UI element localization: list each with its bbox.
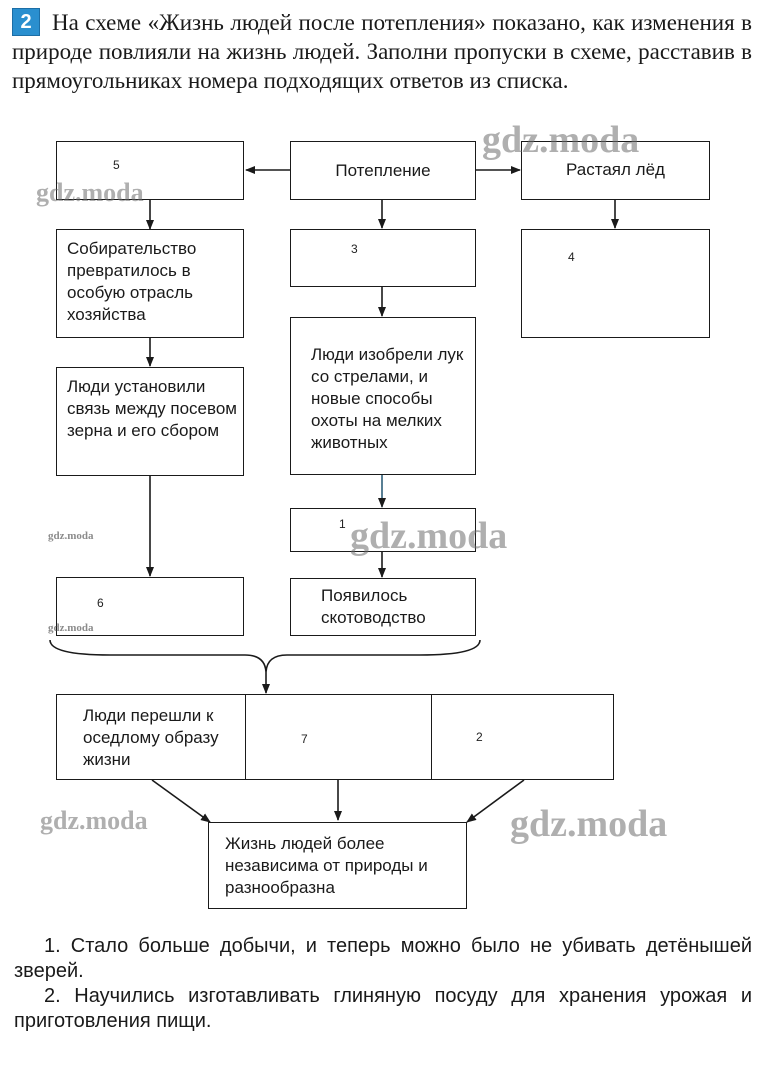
- task-description: На схеме «Жизнь людей после потепления» …: [12, 10, 752, 93]
- answer-number: 4: [568, 250, 575, 264]
- answer-cell-right[interactable]: 2: [431, 695, 615, 779]
- answer-box-left-bottom[interactable]: 6: [56, 577, 244, 636]
- ice-melted-box: Растаял лёд: [521, 141, 710, 200]
- curly-brace: [49, 639, 481, 673]
- settled-life-cell: Люди перешли к оседлому образу жизни: [57, 695, 245, 779]
- warming-label: Потепление: [335, 160, 431, 180]
- answer-option: 2. Научились изготавливать глиняную посу…: [14, 985, 752, 1032]
- watermark: gdz.moda: [350, 515, 508, 557]
- answer-option: 1. Стало больше добычи, и теперь можно б…: [14, 935, 752, 982]
- herding-label: Появилось скотоводство: [321, 586, 426, 627]
- answer-number: 5: [113, 158, 120, 172]
- arrow-wide-left-to-final: [151, 779, 211, 823]
- answer-box-left-top[interactable]: 5: [56, 141, 244, 200]
- sowing-label: Люди установили связь между посевом зерн…: [67, 377, 237, 440]
- watermark: gdz.moda: [482, 119, 640, 161]
- gathering-label: Собирательство превратилось в особую отр…: [67, 239, 197, 324]
- warming-box: Потепление: [290, 141, 476, 200]
- bow-arrows-box: Люди изобрели лук со стрелами, и новые с…: [290, 317, 476, 475]
- task-number-badge: 2: [12, 8, 40, 36]
- final-result-box: Жизнь людей более независима от природы …: [208, 822, 467, 909]
- answer-cell-middle[interactable]: 7: [245, 695, 431, 779]
- answer-number: 6: [97, 596, 104, 610]
- final-result-label: Жизнь людей более независима от природы …: [225, 834, 428, 897]
- answer-box-center-low[interactable]: 1: [290, 508, 476, 552]
- answer-number: 1: [339, 517, 346, 531]
- answer-number: 3: [351, 242, 358, 256]
- answer-number: 2: [476, 730, 483, 744]
- arrow-wide-right-to-final: [466, 779, 525, 823]
- sowing-box: Люди установили связь между посевом зерн…: [56, 367, 244, 476]
- watermark: gdz.moda: [40, 806, 148, 835]
- settled-life-label: Люди перешли к оседлому образу жизни: [83, 706, 219, 769]
- wide-results-box: Люди перешли к оседлому образу жизни 7 2: [56, 694, 614, 780]
- watermark: gdz.moda: [48, 622, 94, 634]
- watermark: gdz.moda: [510, 803, 668, 845]
- answer-box-right-second[interactable]: 4: [521, 229, 710, 338]
- bow-arrows-label: Люди изобрели лук со стрелами, и новые с…: [311, 345, 464, 452]
- answer-box-center-second[interactable]: 3: [290, 229, 476, 287]
- answer-number: 7: [301, 732, 308, 746]
- herding-box: Появилось скотоводство: [290, 578, 476, 636]
- answer-options-list: 1. Стало больше добычи, и теперь можно б…: [14, 934, 752, 1034]
- ice-melted-label: Растаял лёд: [566, 160, 665, 179]
- watermark: gdz.moda: [48, 530, 94, 542]
- gathering-box: Собирательство превратилось в особую отр…: [56, 229, 244, 338]
- watermark: gdz.moda: [36, 178, 144, 207]
